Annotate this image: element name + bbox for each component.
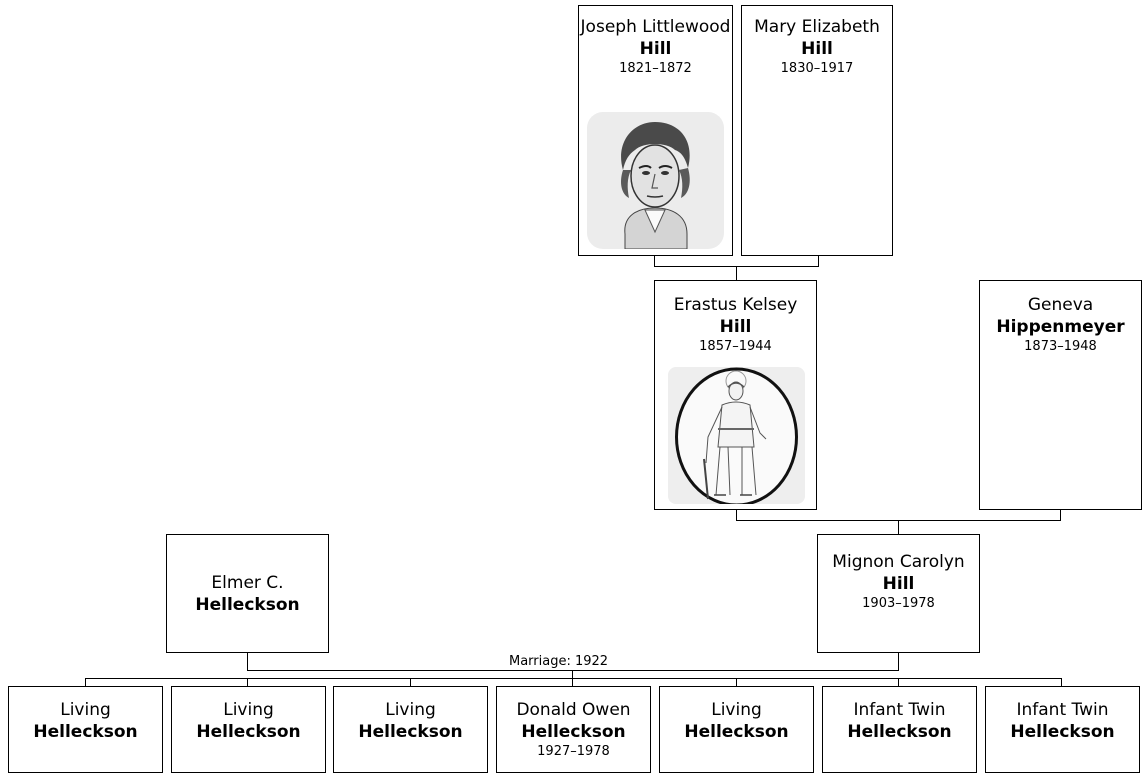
life-dates: 1857–1944: [699, 339, 772, 354]
given-name: Elmer C.: [211, 573, 284, 593]
connector-child-3: [410, 678, 411, 687]
surname: Hippenmeyer: [996, 317, 1125, 337]
surname: Hill: [719, 317, 752, 337]
portrait-joseph-icon: [587, 112, 724, 249]
connector-child-4: [572, 678, 573, 687]
person-card-mary-hill[interactable]: Mary Elizabeth Hill 1830–1917: [741, 5, 893, 256]
life-dates: 1927–1978: [537, 744, 610, 759]
marriage-label: Marriage: 1922: [507, 654, 611, 669]
connector-to-children: [572, 670, 573, 679]
connector-child-2: [247, 678, 248, 687]
child-card-2[interactable]: Living Helleckson: [171, 686, 326, 773]
connector-child-5: [736, 678, 737, 687]
connector-joseph-down: [654, 255, 655, 267]
surname: Helleckson: [847, 722, 952, 742]
child-card-4[interactable]: Donald Owen Helleckson 1927–1978: [496, 686, 651, 773]
given-name: Living: [711, 700, 762, 720]
person-card-joseph-hill[interactable]: Joseph Littlewood Hill 1821–1872: [578, 5, 733, 256]
given-name: Infant Twin: [853, 700, 946, 720]
connector-to-mignon: [898, 520, 899, 534]
surname: Helleckson: [196, 722, 301, 742]
connector-children-bar: [85, 678, 1062, 679]
connector-child-6: [898, 678, 899, 687]
given-name: Donald Owen: [516, 700, 631, 720]
given-name: Infant Twin: [1016, 700, 1109, 720]
child-card-5[interactable]: Living Helleckson: [659, 686, 814, 773]
given-name: Geneva: [1027, 295, 1094, 315]
surname: Helleckson: [684, 722, 789, 742]
surname: Helleckson: [358, 722, 463, 742]
connector-marriage-bar: [247, 670, 899, 671]
life-dates: 1821–1872: [619, 61, 692, 76]
surname: Helleckson: [33, 722, 138, 742]
connector-child-7: [1061, 678, 1062, 687]
given-name: Living: [385, 700, 436, 720]
surname: Hill: [882, 574, 915, 594]
life-dates: 1873–1948: [1024, 339, 1097, 354]
life-dates: 1903–1978: [862, 596, 935, 611]
connector-geneva-down: [1060, 509, 1061, 521]
given-name: Living: [60, 700, 111, 720]
child-card-3[interactable]: Living Helleckson: [333, 686, 488, 773]
child-card-1[interactable]: Living Helleckson: [8, 686, 163, 773]
connector-erastus-down: [736, 509, 737, 521]
life-dates: 1830–1917: [780, 61, 854, 76]
surname: Hill: [801, 39, 833, 59]
connector-elmer-down: [247, 652, 248, 671]
surname: Helleckson: [521, 722, 626, 742]
given-name: Living: [223, 700, 274, 720]
person-card-erastus-hill[interactable]: Erastus Kelsey Hill 1857–1944: [654, 280, 817, 510]
surname: Hill: [639, 39, 672, 59]
given-name: Mary Elizabeth: [754, 17, 880, 37]
portrait-erastus-icon: [668, 367, 805, 504]
person-card-geneva-hippenmeyer[interactable]: Geneva Hippenmeyer 1873–1948: [979, 280, 1142, 510]
given-name: Erastus Kelsey: [673, 295, 798, 315]
surname: Helleckson: [195, 595, 300, 615]
given-name: Mignon Carolyn: [832, 552, 965, 572]
connector-to-erastus: [736, 266, 737, 281]
child-card-6[interactable]: Infant Twin Helleckson: [822, 686, 977, 773]
child-card-7[interactable]: Infant Twin Helleckson: [985, 686, 1140, 773]
person-card-elmer-helleckson[interactable]: Elmer C. Helleckson: [166, 534, 329, 653]
surname: Helleckson: [1010, 722, 1115, 742]
connector-mary-down: [818, 255, 819, 267]
given-name: Joseph Littlewood: [580, 17, 731, 37]
person-card-mignon-hill[interactable]: Mignon Carolyn Hill 1903–1978: [817, 534, 980, 653]
connector-mignon-down: [898, 652, 899, 671]
connector-child-1: [85, 678, 86, 687]
